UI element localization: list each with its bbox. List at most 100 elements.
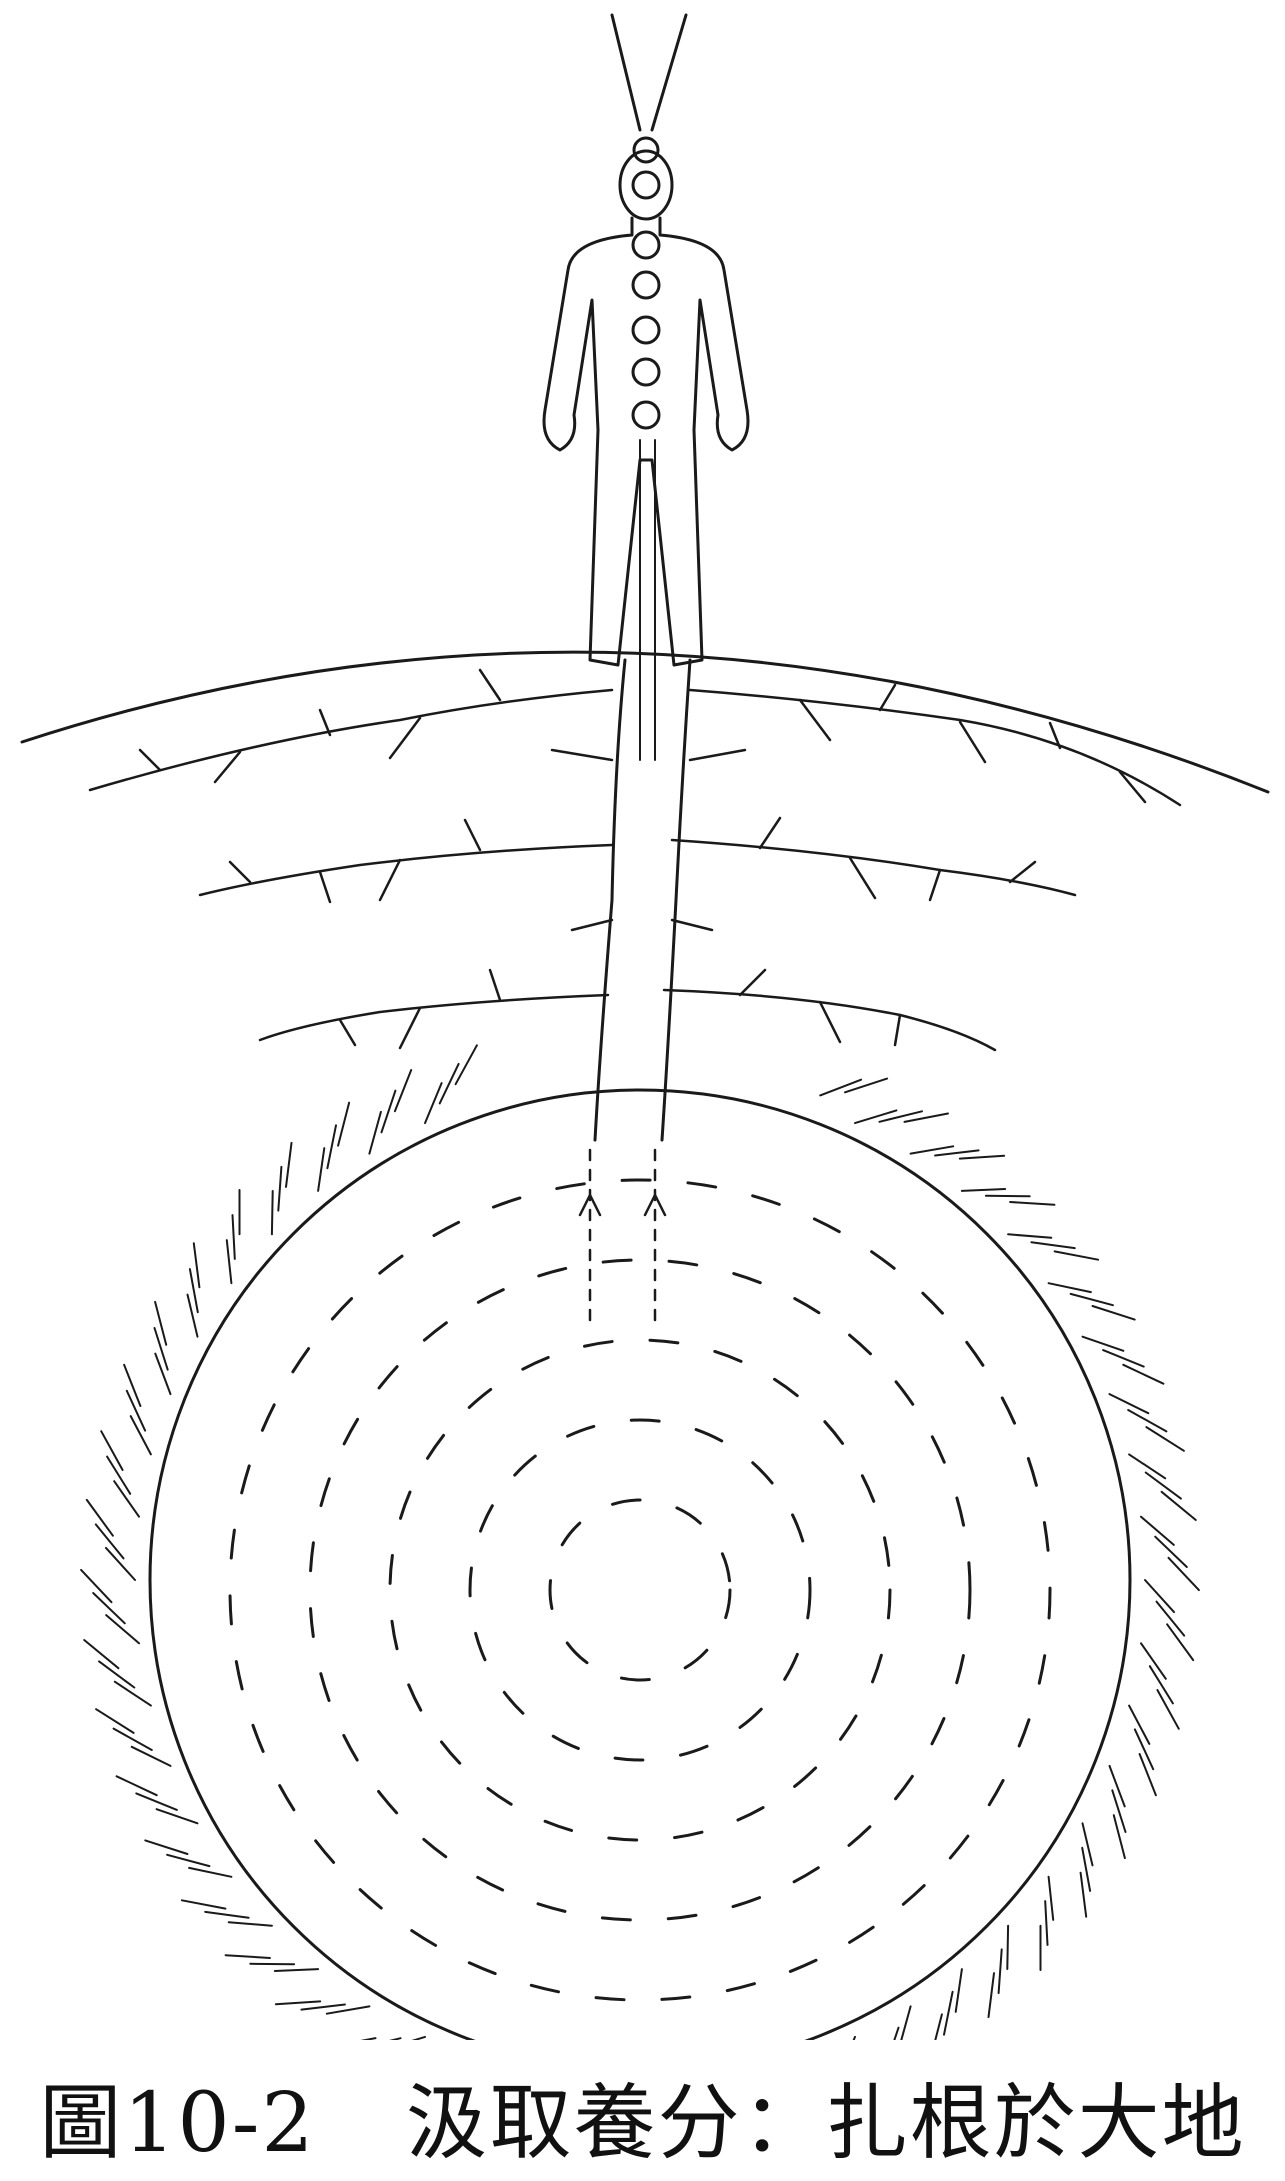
aura-hatch [1156,1689,1180,1730]
aura-hatch [997,1948,1003,1995]
aura-hatch [900,2005,912,2040]
aura-hatch [1102,1349,1145,1368]
aura-hatch [300,2003,346,2011]
aura-hatch [227,1921,273,1927]
aura-hatch [1133,1728,1155,1771]
aura-hatch [277,1165,283,1212]
aura-hatch [1081,1846,1092,1892]
illustration [20,13,1270,2040]
aura-hatch [424,1082,443,1125]
aura-hatch [105,1546,136,1581]
aura-hatch [337,1101,351,1147]
earth-globe-icon [148,1088,1132,2040]
aura-hatch [1111,1789,1127,1833]
aura-hatch [1112,1814,1126,1860]
aura-hatch [1122,1363,1165,1385]
aura-hatch [903,1112,949,1123]
figure-title: 汲取養分：扎根於大地 [405,2075,1246,2171]
aura-hatch [987,1972,995,2019]
chakra-circle [631,230,661,260]
root-trunk [593,658,692,1142]
earth-aura [80,1044,1200,2040]
aura-hatch [130,1745,172,1767]
aura-hatch [909,1145,955,1155]
aura-hatch [1127,1409,1168,1433]
aura-hatch [1144,1579,1175,1614]
aura-hatch [112,1727,153,1751]
aura-hatch [1144,1471,1182,1500]
aura-hatch [192,1242,201,1289]
aura-hatch [844,1077,889,1094]
aura-hatch [80,1568,113,1604]
figure-caption: 圖10-2 汲取養分：扎根於大地 [0,2060,1285,2171]
aura-hatch [1128,1704,1151,1745]
chakra-points [631,136,661,430]
aura-hatch [274,2000,322,2006]
aura-hatch [153,1327,169,1371]
aura-hatch [1138,1753,1157,1797]
aura-hatch [1069,1292,1114,1307]
aura-hatch [1079,1871,1088,1918]
aura-hatch [1053,1250,1100,1261]
aura-hatch [960,1188,1007,1192]
aura-hatch [188,1866,233,1878]
aura-hatch [1081,1822,1094,1867]
aura-hatch [1155,1600,1186,1637]
aura-hatch [186,1293,199,1338]
aura-hatch [273,1968,320,1972]
aura-hatch [1091,1305,1136,1321]
aura-hatch [98,1660,136,1689]
aura-hatch [95,1708,135,1734]
aura-hatch [943,1990,954,2036]
aura-hatch [1047,1282,1092,1294]
aura-hatch [1044,1900,1049,1946]
aura-hatch [1006,1924,1010,1970]
aura-hatch [326,1124,337,1170]
aura-hatch [1009,1201,1056,1206]
aura-hatch [1166,1623,1195,1662]
aura-hatch [113,1480,140,1518]
aura-hatch [188,1268,199,1314]
aura-hatch [85,1498,114,1537]
aura-hatch [144,1839,189,1855]
aura-hatch [231,1214,236,1260]
aura-hatch [360,2037,377,2040]
aura-hatch [325,2005,371,2015]
aura-hatch [1007,1233,1053,1239]
figure-label: 圖10-2 [39,2075,316,2171]
aura-hatch [1154,1535,1188,1568]
aura-hatch [1140,1642,1167,1680]
aura-hatch [204,1910,250,1919]
aura-hatch [393,1069,413,1113]
aura-hatch [893,2026,900,2040]
aura-hatch [854,1109,898,1125]
aura-hatch [958,1154,1006,1160]
aura-hatch [317,1147,326,1192]
aura-hatch [934,2013,943,2040]
chakra-circle [632,136,660,164]
aura-hatch [1145,1426,1185,1452]
aura-hatch [819,1078,863,1097]
aura-hatch [380,1089,397,1134]
aura-hatch [368,1110,382,1155]
aura-hatch [123,1363,142,1407]
aura-hatch [180,1899,227,1910]
aura-hatch [1108,1393,1150,1415]
aura-hatch [166,1853,211,1868]
aura-hatch [155,1808,199,1825]
root-system-icon [88,668,1182,1052]
aura-hatch [1167,1556,1200,1592]
aura-hatch [934,1149,980,1157]
light-beam [610,13,688,132]
aura-hatch [1030,1241,1076,1250]
chakra-circle [631,357,661,387]
aura-hatch [135,1792,178,1811]
aura-hatch [1148,1665,1174,1705]
aura-hatch [454,1044,478,1086]
aura-hatch [1081,1335,1125,1352]
aura-hatch [83,1639,120,1670]
aura-hatch [438,1062,460,1105]
ground-horizon [20,650,1270,794]
aura-hatch [129,1415,152,1456]
aura-hatch [106,1455,132,1495]
